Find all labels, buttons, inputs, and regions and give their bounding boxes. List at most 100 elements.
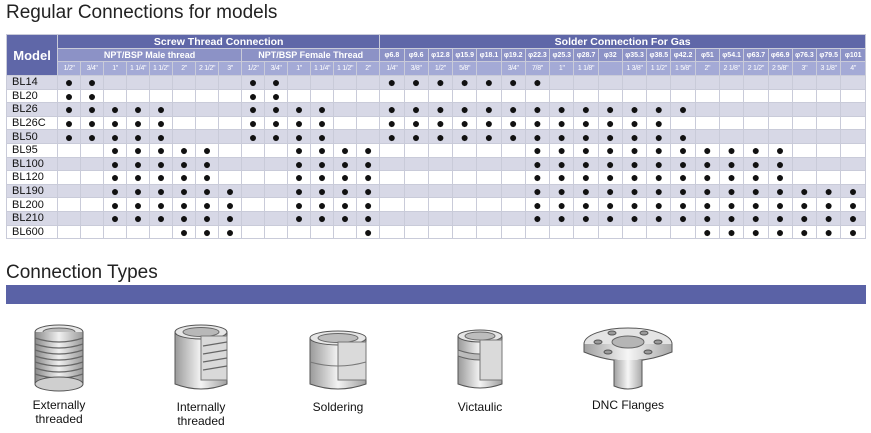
availability-dot: ●: [767, 183, 793, 199]
empty-cell: [816, 170, 842, 185]
availability-dot: ●: [597, 156, 623, 172]
availability-dot: ●: [549, 197, 575, 212]
empty-cell: [403, 224, 429, 240]
connection-type-label: DNC Flanges: [591, 398, 665, 412]
empty-cell: [218, 156, 243, 172]
empty-cell: [694, 75, 720, 90]
availability-dot: ●: [549, 142, 575, 158]
empty-cell: [356, 102, 381, 117]
availability-dot: ●: [403, 102, 429, 117]
gas-size-mm-header: φ19.2: [500, 48, 526, 62]
gas-size-mm-header: φ6.8: [379, 48, 405, 62]
availability-dot: ●: [646, 183, 672, 199]
availability-dot: ●: [694, 170, 720, 185]
availability-dot: ●: [646, 142, 672, 158]
availability-dot: ●: [356, 170, 381, 185]
empty-cell: [333, 75, 358, 90]
availability-dot: ●: [621, 142, 648, 158]
female-size-header: 1 1/4": [310, 61, 335, 76]
availability-dot: ●: [149, 197, 174, 212]
availability-dot: ●: [743, 170, 769, 185]
availability-dot: ●: [149, 210, 174, 226]
empty-cell: [80, 210, 105, 226]
availability-dot: ●: [767, 142, 793, 158]
availability-dot: ●: [403, 75, 429, 90]
male-size-header: 3": [218, 61, 243, 76]
availability-dot: ●: [333, 183, 358, 199]
gas-size-inch-header: 7/8": [524, 61, 551, 76]
gas-size-mm-header: φ32: [597, 48, 623, 62]
connection-type-label: Soldering: [312, 400, 364, 414]
availability-dot: ●: [126, 183, 151, 199]
gas-size-inch-header: [597, 61, 623, 76]
female-thread-header: NPT/BSP Female Thread: [241, 48, 381, 62]
availability-dot: ●: [573, 156, 599, 172]
availability-dot: ●: [333, 142, 358, 158]
availability-dot: ●: [103, 170, 128, 185]
empty-cell: [379, 224, 405, 240]
availability-dot: ●: [840, 183, 866, 199]
empty-cell: [57, 156, 82, 172]
empty-cell: [840, 75, 866, 90]
availability-dot: ●: [287, 156, 312, 172]
empty-cell: [500, 183, 526, 199]
availability-dot: ●: [287, 210, 312, 226]
empty-cell: [264, 156, 289, 172]
availability-dot: ●: [310, 142, 335, 158]
availability-dot: ●: [126, 197, 151, 212]
availability-dot: ●: [621, 102, 648, 117]
model-name: BL600: [5, 224, 59, 240]
availability-dot: ●: [195, 142, 220, 158]
empty-cell: [791, 129, 818, 144]
availability-dot: ●: [621, 197, 648, 212]
empty-cell: [791, 156, 818, 172]
empty-cell: [476, 197, 502, 212]
availability-dot: ●: [767, 197, 793, 212]
male-size-header: 2 1/2": [195, 61, 220, 76]
availability-dot: ●: [816, 183, 842, 199]
availability-dot: ●: [524, 156, 551, 172]
empty-cell: [791, 75, 818, 90]
empty-cell: [840, 156, 866, 172]
availability-dot: ●: [524, 210, 551, 226]
availability-dot: ●: [524, 129, 551, 144]
model-name: BL26: [5, 102, 59, 117]
empty-cell: [241, 142, 266, 158]
model-name: BL26C: [5, 115, 59, 131]
availability-dot: ●: [310, 156, 335, 172]
empty-cell: [264, 210, 289, 226]
availability-dot: ●: [287, 102, 312, 117]
empty-cell: [452, 224, 478, 240]
table-row: BL26C●●●●●●●●●●●●●●●●●●●●●: [5, 115, 866, 131]
connection-type-externally-threaded: Externally threaded: [4, 320, 114, 426]
availability-dot: ●: [670, 129, 696, 144]
empty-cell: [310, 75, 335, 90]
availability-dot: ●: [573, 183, 599, 199]
empty-cell: [241, 197, 266, 212]
empty-cell: [500, 197, 526, 212]
availability-dot: ●: [195, 197, 220, 212]
availability-dot: ●: [264, 88, 289, 104]
empty-cell: [218, 170, 243, 185]
availability-dot: ●: [333, 210, 358, 226]
table-row: BL200●●●●●●●●●●●●●●●●●●●●●●●●: [5, 197, 866, 212]
availability-dot: ●: [767, 170, 793, 185]
availability-dot: ●: [57, 102, 82, 117]
gas-size-inch-header: 1 5/8": [670, 61, 696, 76]
empty-cell: [840, 129, 866, 144]
empty-cell: [840, 102, 866, 117]
empty-cell: [218, 142, 243, 158]
empty-cell: [379, 142, 405, 158]
externally-threaded-icon: [34, 324, 84, 392]
availability-dot: ●: [403, 115, 429, 131]
empty-cell: [379, 156, 405, 172]
empty-cell: [264, 197, 289, 212]
availability-dot: ●: [476, 102, 502, 117]
availability-dot: ●: [287, 183, 312, 199]
empty-cell: [500, 142, 526, 158]
availability-dot: ●: [718, 170, 745, 185]
availability-dot: ●: [743, 142, 769, 158]
availability-dot: ●: [767, 224, 793, 240]
availability-dot: ●: [126, 102, 151, 117]
empty-cell: [218, 129, 243, 144]
